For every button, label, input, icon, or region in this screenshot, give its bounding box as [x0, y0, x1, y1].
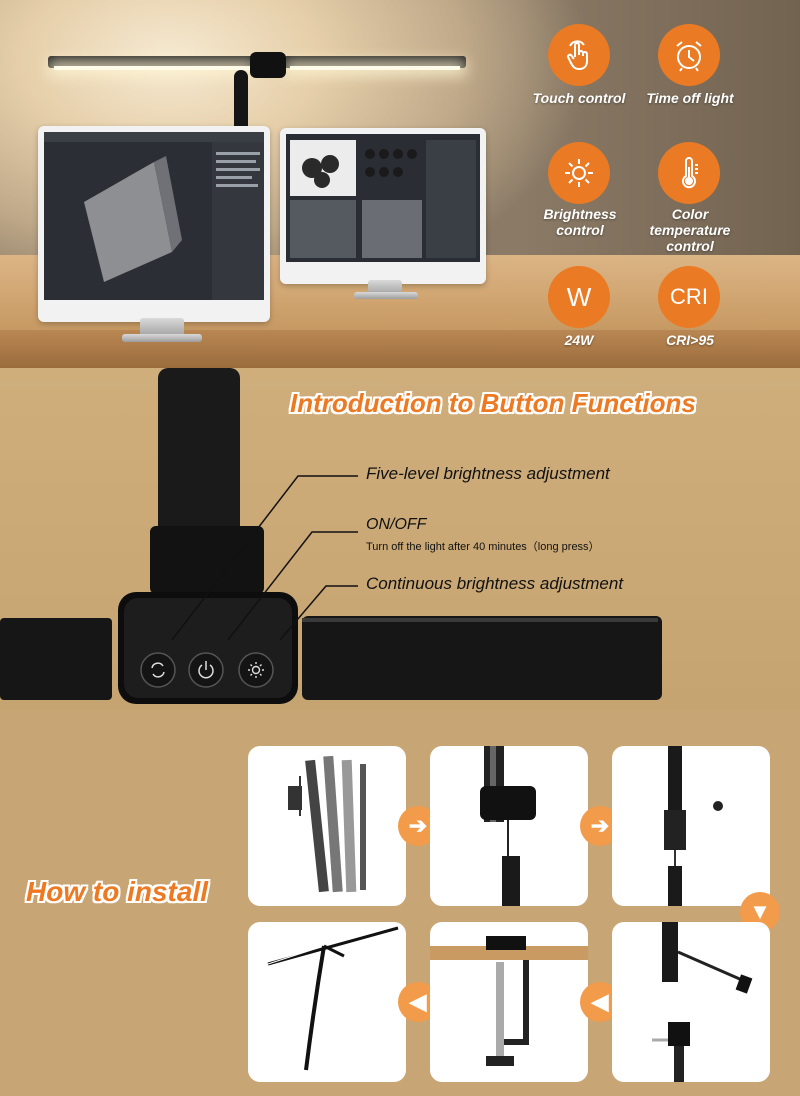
button-functions-panel: Introduction to Button Functions Five-le…	[0, 368, 800, 710]
sun-icon	[548, 142, 610, 204]
monitor-left	[38, 126, 270, 322]
callout-five-level: Five-level brightness adjustment	[366, 464, 610, 483]
callout-onoff-sub: Turn off the light after 40 minutes（long…	[366, 541, 600, 553]
feature-label: Brightness control	[543, 206, 617, 238]
hero-scene: Touch control Time off light Brightness …	[0, 0, 800, 368]
wattage-badge: W	[548, 266, 610, 328]
install-step-5	[430, 922, 588, 1082]
3d-software-screen	[44, 132, 264, 300]
feature-label: CRI>95	[666, 332, 714, 348]
callout-onoff: ON/OFF	[366, 516, 427, 533]
install-step-6	[248, 922, 406, 1082]
callout-continuous: Continuous brightness adjustment	[366, 574, 624, 593]
feature-label: 24W	[564, 332, 594, 348]
feature-label: Time off light	[646, 90, 734, 106]
lamp-bar-left	[48, 56, 258, 68]
thermometer-icon	[658, 142, 720, 204]
install-step-3	[612, 746, 770, 906]
touch-icon	[548, 24, 610, 86]
install-step-1	[248, 746, 406, 906]
install-step-2	[430, 746, 588, 906]
section-title: Introduction to Button Functions	[290, 388, 696, 418]
alarm-clock-icon	[658, 24, 720, 86]
cri-badge: CRI	[658, 266, 720, 328]
feature-label: Touch control	[532, 90, 626, 106]
section-title: How to install	[26, 876, 208, 907]
monitor-right	[280, 128, 486, 284]
install-step-4	[612, 922, 770, 1082]
lamp-hub	[250, 52, 286, 78]
feature-label: Color temperature control	[649, 206, 731, 254]
lamp-control-illustration	[0, 368, 662, 704]
render-software-screen	[286, 134, 480, 262]
install-panel: How to install ➔ ➔ ▼	[0, 710, 800, 1096]
lamp-bar-right	[284, 56, 466, 68]
